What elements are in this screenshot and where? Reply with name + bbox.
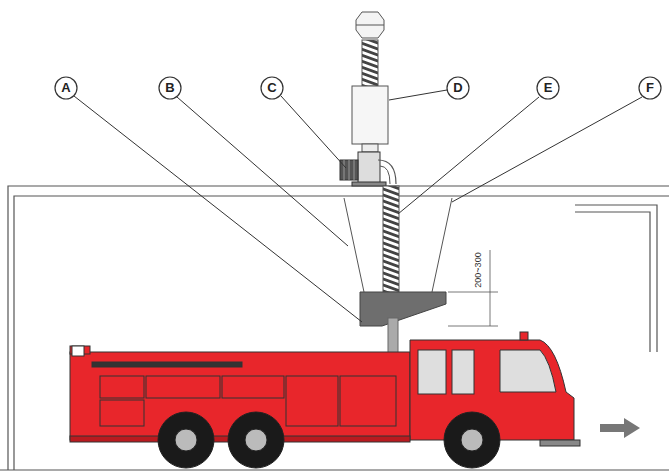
callout-letter: E bbox=[537, 77, 559, 99]
building bbox=[0, 186, 669, 470]
callout-letter: B bbox=[159, 77, 181, 99]
label-holder: A bbox=[55, 77, 77, 99]
hood bbox=[344, 198, 452, 292]
exhaust-hose bbox=[383, 186, 399, 292]
label-holder: F bbox=[639, 77, 661, 99]
label-holder: B bbox=[159, 77, 181, 99]
leader-lines bbox=[74, 90, 642, 322]
silencer bbox=[352, 86, 388, 144]
wheels bbox=[158, 412, 500, 468]
tail-pipe bbox=[388, 318, 398, 354]
callout-circles bbox=[55, 77, 661, 99]
fan-motor bbox=[340, 152, 386, 186]
callout-letter: A bbox=[55, 77, 77, 99]
fire-truck bbox=[70, 332, 580, 446]
nozzle bbox=[360, 292, 446, 326]
label-holder: 200~300 bbox=[473, 251, 483, 288]
callout-letter: D bbox=[447, 77, 469, 99]
direction-arrow bbox=[600, 418, 640, 438]
callout-letter: C bbox=[261, 77, 283, 99]
threaded-duct bbox=[362, 40, 378, 86]
dimension-text: 200~300 bbox=[473, 251, 483, 288]
label-holder: C bbox=[261, 77, 283, 99]
label-holder: D bbox=[447, 77, 469, 99]
rain-cap bbox=[356, 12, 384, 38]
dimension-lines bbox=[448, 250, 498, 326]
callout-letter: F bbox=[639, 77, 661, 99]
label-holder: E bbox=[537, 77, 559, 99]
